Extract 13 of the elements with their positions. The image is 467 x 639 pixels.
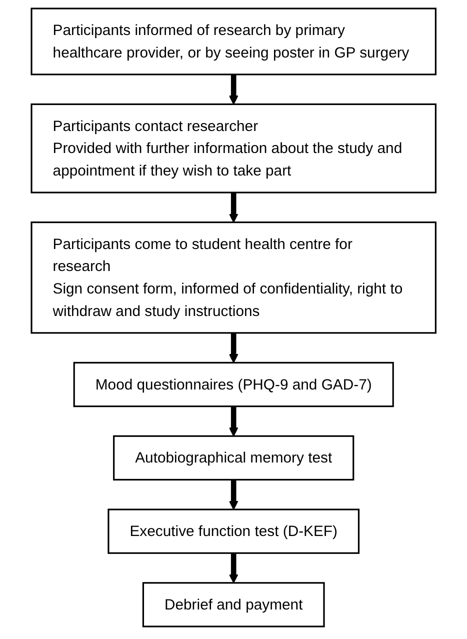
arrow [228, 480, 238, 510]
arrow [228, 192, 238, 223]
process-box: Executive function test (D-KEF) [108, 508, 360, 554]
arrow [228, 553, 238, 584]
process-box: Participants come to student health centre for research Sign consent form, informed of confidentiality, right to withdraw and study instructions [30, 222, 436, 334]
process-box: Participants contact researcher Provided with further information about the study and appointment if they wish to take part [30, 103, 436, 194]
process-box: Participants informed of research by primary healthcare provider, or by seeing poster in GP surgery [30, 8, 436, 76]
arrow [228, 406, 238, 437]
process-box: Autobiographical memory test [112, 435, 354, 480]
arrow [228, 332, 238, 364]
process-box: Mood questionnaires (PHQ-9 and GAD-7) [73, 362, 394, 408]
arrow [228, 74, 238, 105]
process-box: Debrief and payment [142, 582, 325, 628]
